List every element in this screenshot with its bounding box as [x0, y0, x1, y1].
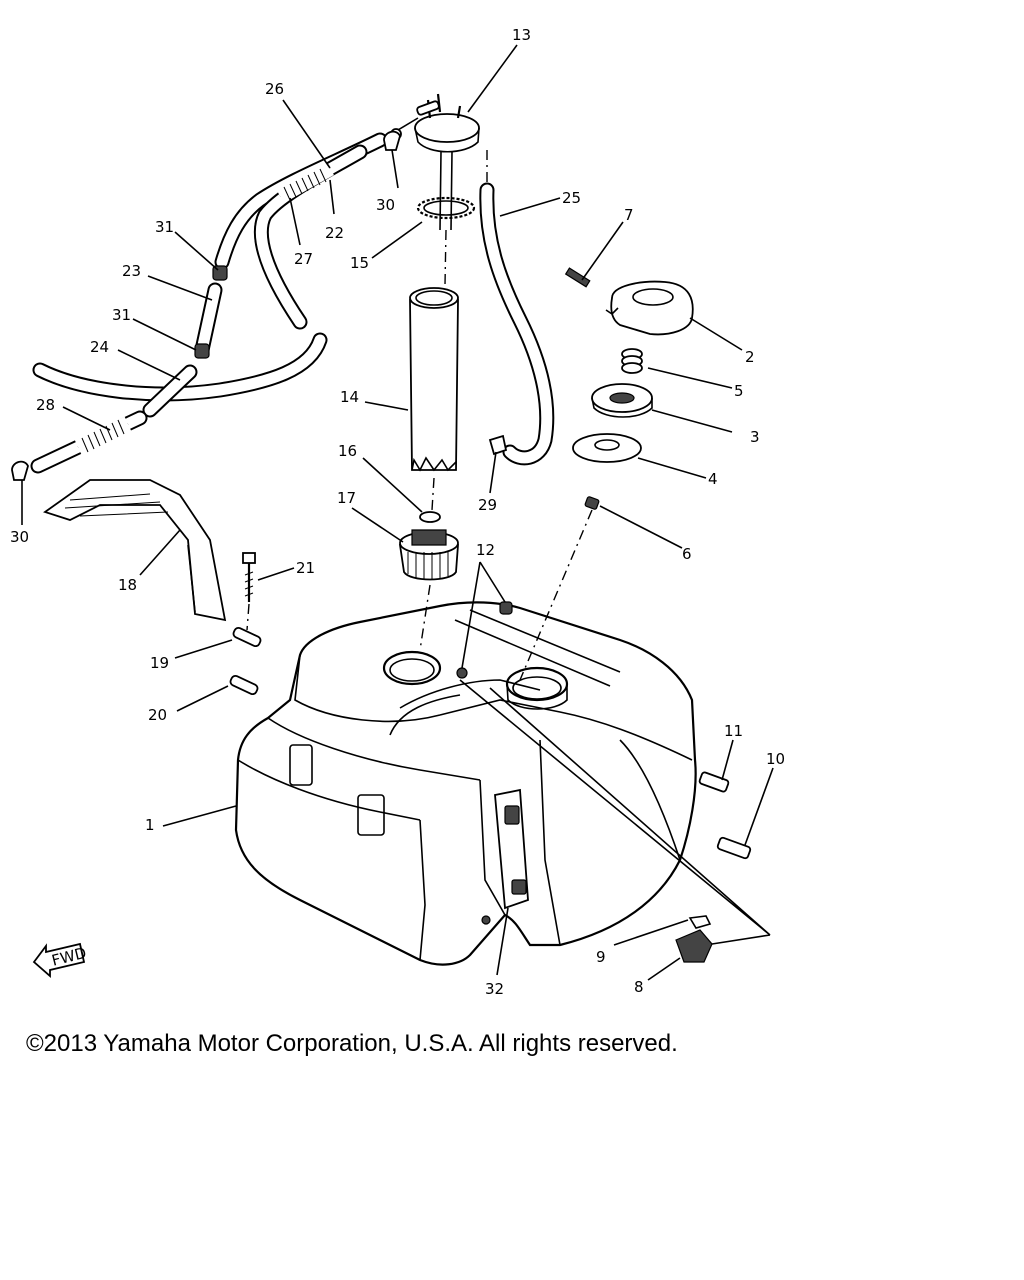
callout-11: 11 [724, 722, 743, 740]
callout-25: 25 [562, 189, 581, 207]
bolts [229, 552, 752, 860]
spring [621, 348, 643, 374]
callout-30-top: 30 [376, 196, 395, 214]
callout-21: 21 [296, 559, 315, 577]
callout-31-top: 31 [155, 218, 174, 236]
callout-26: 26 [265, 80, 284, 98]
callout-10: 10 [766, 750, 785, 768]
callout-20: 20 [148, 706, 167, 724]
callout-30-bottom: 30 [10, 528, 29, 546]
callout-18: 18 [118, 576, 137, 594]
callout-16: 16 [338, 442, 357, 460]
callout-17: 17 [337, 489, 356, 507]
callout-31-bottom: 31 [112, 306, 131, 324]
callout-1: 1 [145, 816, 155, 834]
callout-9: 9 [596, 948, 606, 966]
callout-19: 19 [150, 654, 169, 672]
callout-7: 7 [624, 206, 634, 224]
callout-29: 29 [478, 496, 497, 514]
callout-32: 32 [485, 980, 504, 998]
callout-6: 6 [682, 545, 692, 563]
leader-lines [21, 44, 774, 981]
callout-15: 15 [350, 254, 369, 272]
fuel-tank-exploded-diagram: FWD 13 26 30 22 27 31 23 31 24 28 30 15 … [10, 26, 785, 998]
filler-cap-assembly [519, 267, 694, 681]
fwd-label: FWD [50, 944, 88, 970]
fuel-tank [234, 601, 697, 966]
callout-22: 22 [325, 224, 344, 242]
callout-4: 4 [708, 470, 718, 488]
callout-8: 8 [634, 978, 644, 996]
callout-24: 24 [90, 338, 109, 356]
callout-labels: 13 26 30 22 27 31 23 31 24 28 30 15 25 7… [10, 26, 785, 998]
callout-3: 3 [750, 428, 760, 446]
callout-13: 13 [512, 26, 531, 44]
fuel-sender-assembly [390, 93, 488, 651]
callout-5: 5 [734, 382, 744, 400]
callout-28: 28 [36, 396, 55, 414]
hose-sleeve [276, 161, 334, 203]
copyright-notice: ©2013 Yamaha Motor Corporation, U.S.A. A… [26, 1030, 678, 1057]
retainer-clip [459, 679, 771, 963]
callout-23: 23 [122, 262, 141, 280]
tank-bracket [43, 479, 227, 622]
callout-14: 14 [340, 388, 359, 406]
callout-27: 27 [294, 250, 313, 268]
hoses [11, 130, 555, 481]
callout-12: 12 [476, 541, 495, 559]
forward-arrow-icon: FWD [32, 942, 88, 978]
callout-2: 2 [745, 348, 755, 366]
